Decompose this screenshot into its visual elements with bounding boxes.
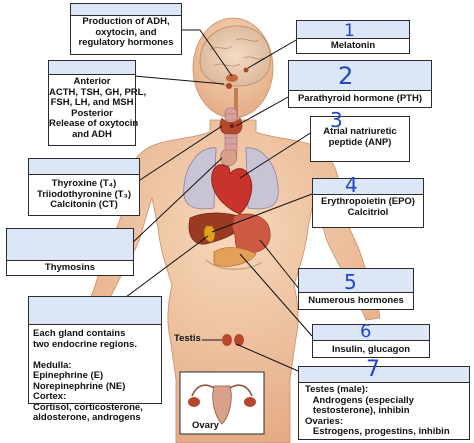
pituitary-hormones: Anterior ACTH, TSH, GH, PRL, FSH, LH, an… [49,76,147,140]
adrenal-hormones: Each gland contains two endocrine region… [33,328,143,423]
handwritten-number-4: 4 [345,173,358,197]
stomach [231,213,271,253]
pancreas [213,247,257,267]
gonads-label-box: Testes (male): Androgens (especially tes… [298,366,470,440]
handwritten-number-7: 7 [366,357,380,382]
heart-label-box: Atrial natriuretic peptide (ANP) [310,116,410,162]
parathyroid-label-box: Parathyroid hormone (PTH) [288,60,432,108]
testis-gland [222,334,232,346]
digestive-label-box: Numerous hormones [298,268,414,310]
adrenal-label-box: Each gland contains two endocrine region… [28,296,162,423]
pancreas-hormones: Insulin, glucagon [331,344,411,355]
thyroid-label-box: Thyroxine (T₄) Triiodothyronine (T₃) Cal… [28,158,140,216]
hypothalamus-hormones: Production of ADH, oxytocin, and regulat… [78,16,174,48]
gonads-hormones: Testes (male): Androgens (especially tes… [305,384,450,437]
right-lung [245,147,279,210]
handwritten-number-1: 1 [344,21,355,41]
pancreas-label-box: Insulin, glucagon [312,324,430,358]
pineal-hormones: Melatonin [330,40,376,51]
thymus-hormones: Thymosins [44,262,96,273]
thyroid-hormones: Thyroxine (T₄) Triiodothyronine (T₃) Cal… [36,178,132,210]
liver [188,212,247,245]
small-intestine [205,259,263,270]
heart-hormones: Atrial natriuretic peptide (ANP) [323,126,397,148]
ovary-label: Ovary [192,420,219,431]
pituitary-gland [226,83,232,89]
thymus-gland [220,149,238,167]
uterus [212,385,232,425]
ovary-gland [188,397,200,407]
pineal-label-box: Melatonin [296,20,410,54]
hypothalamus-gland [226,74,238,82]
handwritten-number-5: 5 [344,270,357,294]
handwritten-number-3: 3 [330,108,343,132]
parathyroid-hormones: Parathyroid hormone (PTH) [297,93,423,104]
handwritten-number-6: 6 [360,321,372,342]
handwritten-number-2: 2 [338,62,354,90]
pineal-gland [243,67,249,73]
thymus-label-box: Thymosins [6,228,134,276]
kidney-label-box: Erythropoietin (EPO) Calcitriol [312,178,424,228]
kidney-hormones: Erythropoietin (EPO) Calcitriol [321,196,415,218]
leader-lines [121,29,313,375]
hypothalamus-label-box: Production of ADH, oxytocin, and regulat… [70,3,182,55]
digestive-hormones: Numerous hormones [308,295,404,306]
testis-label: Testis [174,333,201,344]
adrenal-gland [203,225,216,243]
pituitary-label-box: Anterior ACTH, TSH, GH, PRL, FSH, LH, an… [48,60,147,146]
parathyroid-gland [229,123,235,129]
